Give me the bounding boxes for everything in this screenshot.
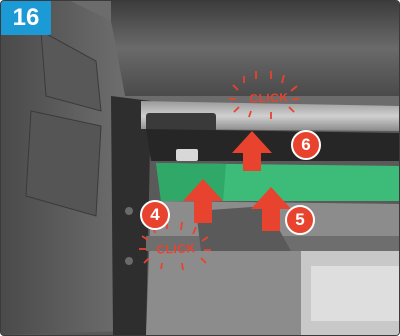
arrow-4 [183,179,223,223]
click-label-bottom: CLICK [148,241,204,257]
callout-5-badge: 5 [285,205,315,235]
callout-4-badge: 4 [140,200,170,230]
click-label-top: CLICK [241,90,297,106]
callout-6-badge: 6 [291,130,321,160]
arrow-6 [232,131,272,171]
step-number-badge: 16 [1,1,51,35]
